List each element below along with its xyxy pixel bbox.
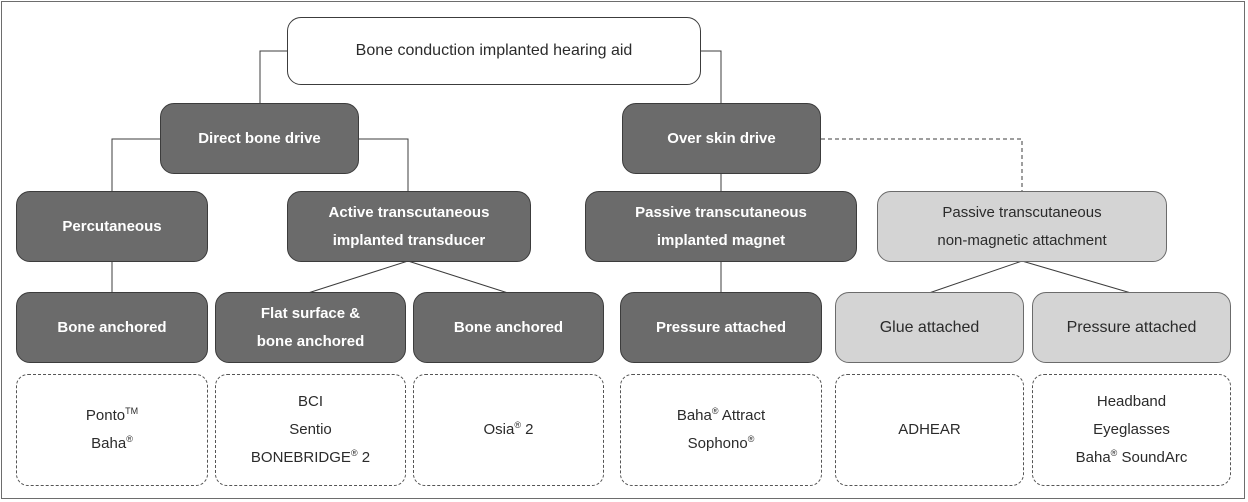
device-baha-attract: Baha® Attract (676, 406, 766, 425)
bone-anchored-label-1: Bone anchored (57, 318, 167, 336)
glue-attached-label: Glue attached (879, 318, 980, 336)
pressure-attached-label-2: Pressure attached (1066, 318, 1197, 336)
flat-surface-line1: Flat surface & (260, 304, 361, 322)
pressure-attached-node-1: Pressure attached (620, 292, 822, 363)
connector-active-boneanchored (407, 260, 509, 294)
passive-nonmag-line1: Passive transcutaneous (942, 203, 1102, 221)
percutaneous-label: Percutaneous (62, 217, 162, 235)
direct-bone-drive-node: Direct bone drive (160, 103, 359, 174)
device-bonebridge: BONEBRIDGE® 2 (250, 448, 371, 467)
devices-box-glue: ADHEAR (835, 374, 1024, 486)
devices-box-pressure: Headband Eyeglasses Baha® SoundArc (1032, 374, 1231, 486)
connector-direct-percutaneous (111, 138, 161, 192)
connector-direct-active (358, 138, 409, 192)
passive-magnet-node: Passive transcutaneous implanted magnet (585, 191, 857, 262)
over-skin-drive-node: Over skin drive (622, 103, 821, 174)
direct-bone-drive-label: Direct bone drive (198, 129, 321, 147)
device-ponto: PontoTM (85, 406, 139, 425)
root-label: Bone conduction implanted hearing aid (355, 42, 633, 59)
passive-magnet-line1: Passive transcutaneous (635, 203, 807, 221)
bone-anchored-node-2: Bone anchored (413, 292, 604, 363)
device-osia: Osia® 2 (483, 420, 534, 439)
connector-root-direct (259, 50, 288, 104)
devices-box-osia: Osia® 2 (413, 374, 604, 486)
connector-active-flat (307, 260, 409, 294)
glue-attached-node: Glue attached (835, 292, 1024, 363)
root-node: Bone conduction implanted hearing aid (287, 17, 701, 85)
device-baha-soundarc: Baha® SoundArc (1075, 448, 1188, 467)
devices-box-flat-surface: BCI Sentio BONEBRIDGE® 2 (215, 374, 406, 486)
active-line1: Active transcutaneous (328, 203, 490, 221)
device-adhear: ADHEAR (898, 421, 961, 438)
over-skin-drive-label: Over skin drive (667, 129, 776, 147)
connector-nonmag-pressure (1021, 260, 1132, 294)
active-line2: implanted transducer (332, 231, 486, 249)
passive-nonmagnetic-node: Passive transcutaneous non-magnetic atta… (877, 191, 1167, 262)
flat-surface-node: Flat surface & bone anchored (215, 292, 406, 363)
flat-surface-line2: bone anchored (256, 332, 365, 350)
passive-magnet-line2: implanted magnet (656, 231, 786, 249)
active-transcutaneous-node: Active transcutaneous implanted transduc… (287, 191, 531, 262)
devices-box-percutaneous: PontoTM Baha® (16, 374, 208, 486)
connector-nonmag-glue (928, 260, 1023, 294)
pressure-attached-label-1: Pressure attached (655, 318, 787, 336)
bone-anchored-node-1: Bone anchored (16, 292, 208, 363)
device-headband: Headband (1096, 393, 1167, 410)
device-baha: Baha® (91, 434, 133, 453)
device-sentio: Sentio (289, 421, 332, 438)
connector-overskin-nonmag-dashed (821, 138, 1023, 192)
device-eyeglasses: Eyeglasses (1093, 421, 1170, 438)
percutaneous-node: Percutaneous (16, 191, 208, 262)
passive-nonmag-line2: non-magnetic attachment (937, 231, 1107, 249)
device-bci: BCI (297, 393, 323, 410)
pressure-attached-node-2: Pressure attached (1032, 292, 1231, 363)
bone-anchored-label-2: Bone anchored (453, 318, 564, 336)
connector-root-overskin (700, 50, 722, 104)
devices-box-magnet: Baha® Attract Sophono® (620, 374, 822, 486)
device-sophono: Sophono® (687, 434, 755, 453)
